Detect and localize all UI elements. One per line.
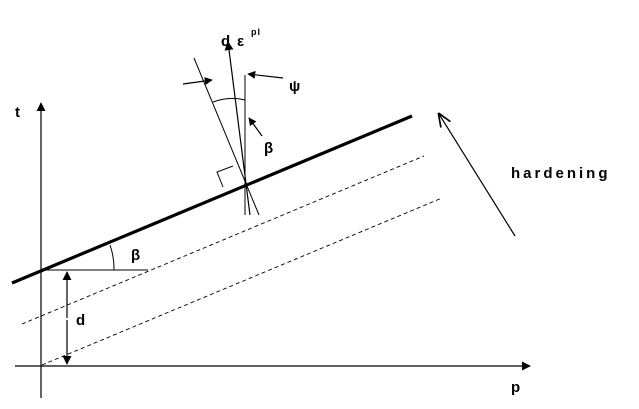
hardened-surface-line-1 <box>21 155 425 325</box>
psi-arrow-right <box>247 70 284 79</box>
plastic-flow-arrow <box>224 41 251 216</box>
right-angle-marker <box>216 165 234 188</box>
beta-label-top: β <box>264 140 273 157</box>
cohesion-label: d <box>76 312 85 329</box>
t-axis-label: t <box>15 104 20 121</box>
flow-label-epsilon: ε <box>237 33 244 50</box>
beta-pointer-arrow <box>248 117 263 137</box>
hardening-label: hardening <box>511 165 611 182</box>
beta-angle-arc-top <box>212 97 246 103</box>
beta-angle-arc <box>109 244 115 271</box>
beta-label-bottom: β <box>131 247 140 264</box>
flow-label-d: d <box>221 33 230 50</box>
psi-arrow-left <box>182 77 213 85</box>
p-axis-label: p <box>511 379 520 396</box>
yield-surface-line <box>11 114 413 285</box>
hardening-arrow <box>439 114 516 237</box>
hardened-surface-line-2 <box>41 197 443 366</box>
psi-label: ψ <box>289 78 300 95</box>
flow-label-superscript: pl <box>251 27 261 37</box>
